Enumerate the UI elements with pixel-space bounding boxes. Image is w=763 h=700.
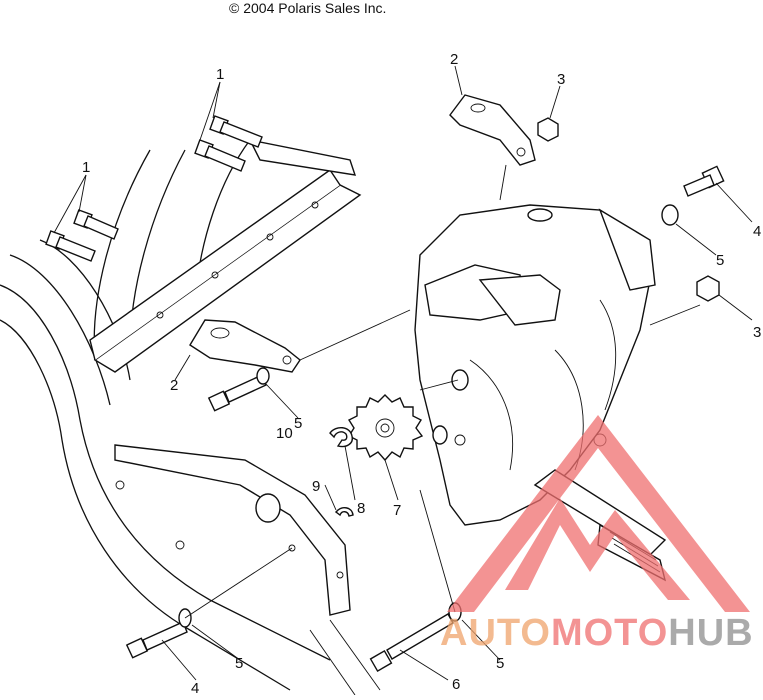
callout-5-lower-left: 5 bbox=[235, 655, 243, 672]
callout-5-right: 5 bbox=[716, 252, 724, 269]
callout-2-lower: 2 bbox=[170, 377, 178, 394]
retaining-ring bbox=[329, 427, 353, 448]
watermark-mountain-icon bbox=[505, 498, 690, 600]
bolt-part-6 bbox=[369, 613, 454, 673]
bolt-part-1-d bbox=[45, 230, 96, 262]
watermark-logo: AUTOMOTOHUB bbox=[440, 415, 754, 654]
washer-part-5-mid bbox=[256, 367, 270, 385]
bolt-part-1-a bbox=[209, 115, 263, 148]
bolt-part-4-right bbox=[683, 165, 725, 197]
watermark-triangle-icon bbox=[447, 415, 750, 612]
callout-3-upper: 3 bbox=[557, 71, 565, 88]
callout-5-lower-right: 5 bbox=[496, 655, 504, 672]
copyright-notice: © 2004 Polaris Sales Inc. bbox=[229, 0, 387, 16]
bolt-part-4-lower bbox=[125, 621, 188, 659]
callout-numbers: 1 1 2 2 3 3 4 4 5 5 5 5 6 7 8 9 10 bbox=[82, 51, 761, 697]
washer-part-5-right bbox=[661, 204, 679, 226]
callout-4-lower: 4 bbox=[191, 680, 199, 695]
callout-9: 9 bbox=[312, 478, 320, 495]
upper-bracket-bar bbox=[89, 139, 362, 373]
callout-6: 6 bbox=[452, 676, 460, 693]
watermark-text-auto: AUTO bbox=[440, 612, 551, 654]
callout-1-left: 1 bbox=[82, 159, 90, 176]
gearcase-housing bbox=[414, 204, 667, 582]
brace-bracket-lower bbox=[189, 319, 301, 373]
bolt-part-1-b bbox=[194, 139, 246, 172]
nut-part-3-right bbox=[696, 275, 720, 302]
watermark-text-moto: MOTO bbox=[551, 612, 668, 654]
callout-7: 7 bbox=[393, 502, 401, 519]
nut-part-3-upper bbox=[537, 117, 559, 142]
watermark-text-hub: HUB bbox=[668, 612, 753, 654]
callout-2-upper: 2 bbox=[450, 51, 458, 68]
frame-rails bbox=[0, 139, 381, 696]
callout-8: 8 bbox=[357, 500, 365, 517]
brace-bracket-upper bbox=[449, 94, 536, 166]
lock-washer bbox=[334, 507, 354, 517]
bolt-part-1-c bbox=[73, 209, 119, 240]
callout-4-right: 4 bbox=[753, 223, 761, 240]
bolt-part-10 bbox=[207, 374, 267, 412]
svg-text:AUTOMOTOHUB: AUTOMOTOHUB bbox=[440, 612, 754, 654]
callout-1-upper: 1 bbox=[216, 66, 224, 83]
lower-mount-plate bbox=[114, 444, 351, 616]
leader-lines bbox=[53, 65, 753, 681]
callout-5-mid: 5 bbox=[294, 415, 302, 432]
drive-sprocket bbox=[347, 394, 424, 462]
callout-3-right: 3 bbox=[753, 324, 761, 341]
callout-10: 10 bbox=[276, 425, 293, 442]
